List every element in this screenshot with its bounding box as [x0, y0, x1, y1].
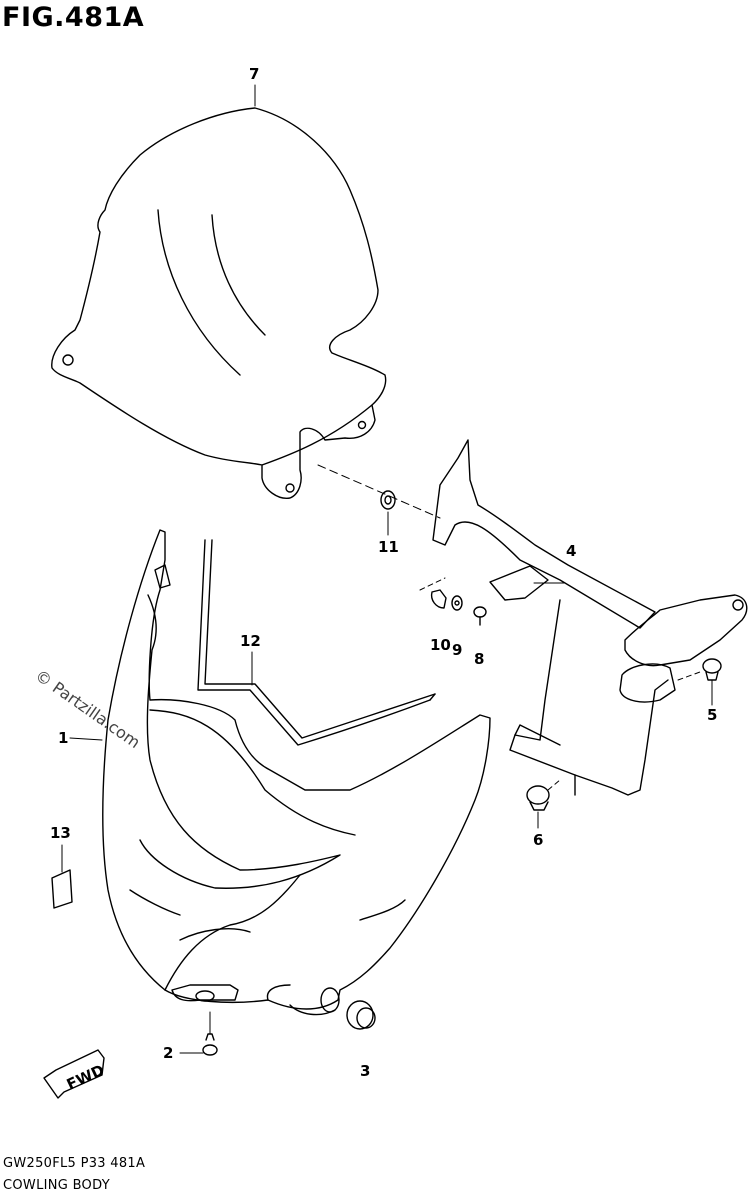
label-part-13[interactable] [51, 869, 73, 909]
callout-2: 2 [163, 1044, 173, 1062]
grommet-part-11[interactable] [380, 490, 396, 510]
washer-part-9[interactable] [451, 595, 463, 611]
callout-3: 3 [360, 1062, 370, 1080]
model-code: GW250FL5 P33 481A [3, 1156, 146, 1171]
callout-12: 12 [240, 632, 261, 650]
screw-part-8[interactable] [473, 606, 487, 626]
callout-13: 13 [50, 824, 71, 842]
callout-11: 11 [378, 538, 399, 556]
clip-part-10[interactable] [430, 589, 447, 609]
forward-direction-arrow [43, 1049, 105, 1099]
seal-strip-part-12[interactable] [197, 539, 436, 746]
callout-5: 5 [707, 706, 717, 724]
cowling-part-1[interactable] [102, 529, 491, 1016]
windscreen-part-7[interactable] [51, 107, 387, 499]
figure-title: FIG.481A [2, 2, 145, 33]
grommet-part-3[interactable] [346, 1000, 376, 1030]
screw-part-2[interactable] [202, 1033, 218, 1056]
callout-1: 1 [58, 729, 68, 747]
figure-description: COWLING BODY [3, 1178, 110, 1193]
bolt-part-5[interactable] [702, 658, 722, 681]
callout-6: 6 [533, 831, 543, 849]
callout-9: 9 [452, 641, 462, 659]
bracket-part-4[interactable] [432, 439, 748, 796]
bolt-part-6[interactable] [526, 785, 550, 811]
callout-7: 7 [249, 65, 259, 83]
callout-8: 8 [474, 650, 484, 668]
callout-4: 4 [566, 542, 576, 560]
callout-10: 10 [430, 636, 451, 654]
